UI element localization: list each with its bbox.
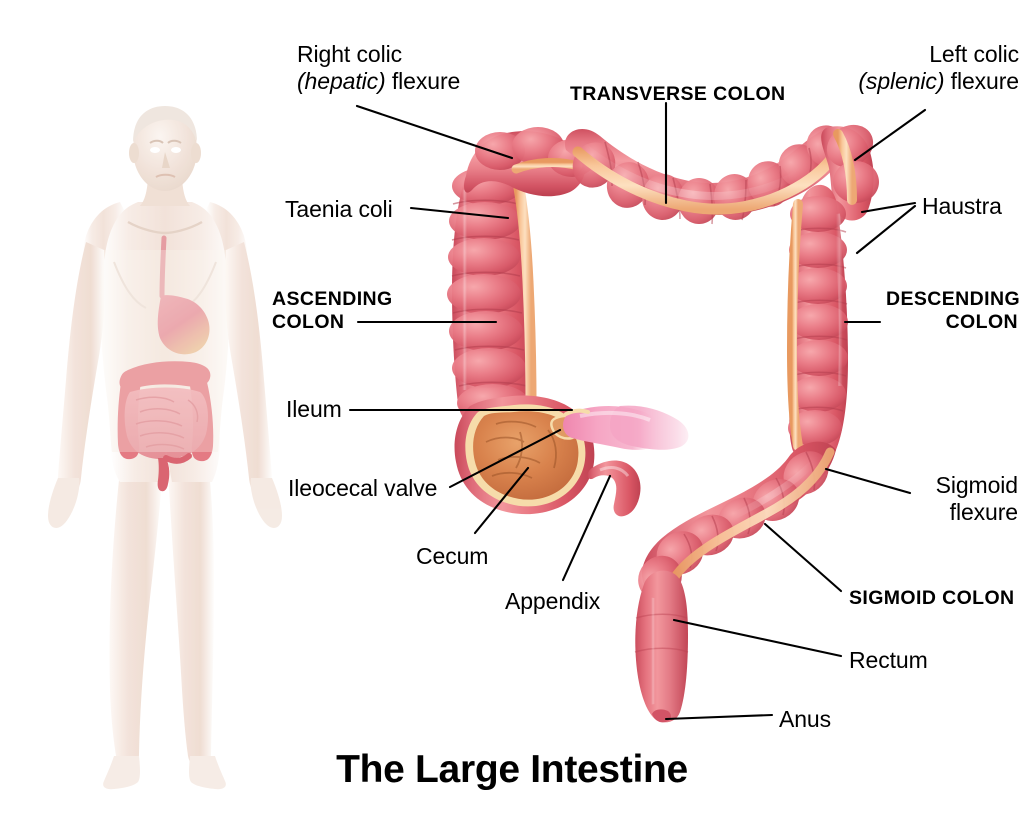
torso-overlay — [100, 250, 230, 452]
left-eye — [150, 147, 160, 153]
label-haustra: Haustra — [922, 193, 1002, 220]
label-cecum: Cecum — [416, 543, 488, 570]
taenia-coli-splenic — [833, 129, 857, 205]
right-eye — [171, 147, 181, 153]
sigmoid-haustral-clefts — [683, 451, 816, 569]
label-right-colic-flexure-alt-term: (hepatic) — [297, 67, 386, 94]
label-ileum-line1: Ileum — [286, 396, 342, 422]
appendix-sheen — [599, 466, 630, 477]
label-rectum-line1: Rectum — [849, 647, 928, 673]
label-appendix-line1: Appendix — [505, 588, 601, 614]
label-descending-colon-line2: COLON — [945, 310, 1018, 333]
label-taenia-coli-line1: Taenia coli — [285, 196, 393, 222]
label-appendix: Appendix — [505, 588, 600, 615]
ileum-shape — [563, 396, 700, 458]
taenia-coli-transverse — [572, 141, 846, 215]
esophagus — [159, 235, 167, 299]
left-hand — [48, 478, 80, 528]
right-foot — [189, 756, 226, 790]
transverse-colon-shape — [564, 125, 852, 225]
label-anus-line1: Anus — [779, 706, 832, 732]
appendix-body — [587, 460, 641, 517]
label-ileum: Ileum — [286, 396, 342, 423]
label-right-colic-flexure-line1: Right colic — [297, 41, 402, 67]
anus-shape — [652, 709, 671, 723]
right-ear — [191, 143, 201, 163]
label-haustra-line1: Haustra — [922, 193, 1002, 219]
page-title: The Large Intestine — [336, 748, 688, 791]
left-pec-edge — [113, 261, 147, 309]
label-ascending-colon-line1: ASCENDING — [272, 288, 393, 310]
splenic-flexure-shape — [821, 124, 879, 221]
label-anus: Anus — [779, 706, 831, 733]
label-right-colic-flexure-line2: (hepatic) flexure — [297, 67, 461, 94]
clavicle — [127, 220, 203, 235]
label-descending-colon-line1: DESCENDING — [886, 288, 1021, 310]
descending-colon-shape — [786, 184, 848, 466]
label-transverse-colon: TRANSVERSE COLON — [570, 83, 786, 106]
left-foot — [103, 756, 140, 790]
right-leg — [168, 470, 214, 770]
body-sigmoid-colon — [163, 453, 192, 464]
label-left-colic-flexure-alt-term: (splenic) — [858, 67, 945, 94]
label-ileocecal-valve-line1: Ileocecal valve — [288, 475, 438, 501]
taenia-coli-sigmoid — [667, 447, 835, 587]
hepatic-flexure-shape — [464, 127, 596, 197]
label-sigmoid-flexure-line1: Sigmoid — [935, 472, 1019, 498]
left-ear — [129, 143, 139, 163]
label-left-colic-flexure-line1: Left colic — [929, 41, 1019, 67]
mouth — [155, 173, 176, 178]
rectum-shape — [634, 570, 689, 723]
label-transverse-colon-line1: TRANSVERSE COLON — [570, 83, 786, 105]
stomach — [157, 295, 210, 355]
sigmoid-sheen — [732, 461, 815, 520]
taenia-coli-ascending — [510, 166, 537, 408]
nose — [162, 152, 170, 168]
label-cecum-line1: Cecum — [416, 543, 489, 569]
label-sigmoid-flexure-line2: flexure — [949, 498, 1018, 525]
descending-sheen — [832, 213, 847, 387]
rectum-body — [635, 570, 688, 723]
small-intestine-coils — [135, 396, 199, 450]
left-leg — [109, 470, 162, 770]
label-sigmoid-colon-line1: SIGMOID COLON — [849, 587, 1015, 609]
right-arm — [225, 242, 273, 496]
label-ascending-colon-line2: COLON — [272, 310, 345, 333]
ileum-sheen — [579, 410, 651, 422]
label-taenia-coli: Taenia coli — [285, 196, 393, 223]
right-brow — [167, 139, 182, 144]
right-hand — [250, 478, 282, 528]
head — [133, 109, 197, 191]
taenia-coli-descending — [786, 199, 803, 451]
sigmoid-colon-shape — [638, 441, 836, 601]
label-left-colic-flexure: Left colic(splenic) flexure — [829, 41, 1019, 94]
left-arm — [57, 242, 105, 496]
label-left-colic-flexure-line2: (splenic) flexure — [858, 67, 1019, 94]
label-rectum: Rectum — [849, 647, 928, 674]
hair — [133, 106, 197, 142]
ascending-colon-shape — [447, 152, 537, 431]
ileum-fade-mask — [640, 396, 700, 458]
taenia-coli-hepatic — [511, 157, 583, 174]
transverse-sheen — [577, 140, 800, 200]
label-sigmoid-colon: SIGMOID COLON — [849, 587, 1015, 610]
ileum-cecum-junction — [564, 408, 590, 416]
body-transverse-colon — [119, 361, 211, 391]
label-right-colic-flexure: Right colic(hepatic) flexure — [297, 41, 460, 94]
appendix-shape — [587, 460, 641, 517]
body-rectum — [157, 458, 170, 492]
label-ileocecal-valve: Ileocecal valve — [288, 475, 437, 502]
small-intestine — [124, 387, 208, 460]
rectum-sheen — [646, 597, 660, 705]
left-brow — [149, 139, 164, 144]
ascending-sheen — [457, 189, 472, 391]
